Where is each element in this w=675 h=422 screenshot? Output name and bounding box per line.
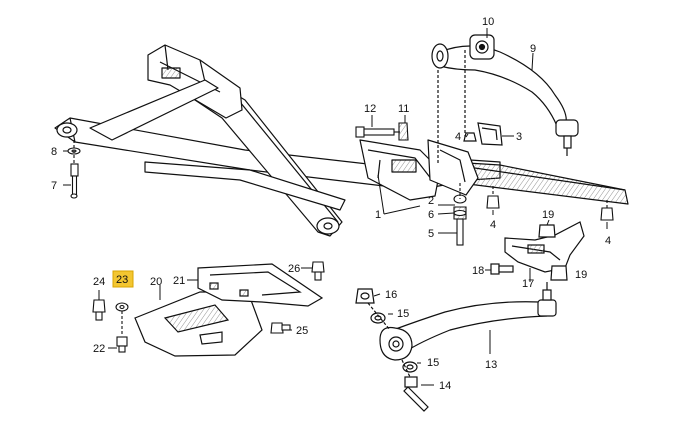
bolt-5	[453, 183, 467, 246]
callout-6: 6	[428, 209, 434, 221]
callout-15-bottom: 15	[427, 357, 439, 369]
callout-2: 2	[428, 195, 434, 207]
callout-12: 12	[364, 103, 376, 115]
bushing-10	[469, 34, 495, 60]
bolt-12	[355, 122, 409, 141]
bolt-7	[67, 140, 81, 199]
callout-9: 9	[530, 43, 536, 55]
callout-11: 11	[398, 103, 409, 115]
callout-17: 17	[522, 278, 534, 290]
callout-13: 13	[485, 359, 497, 371]
shield-20	[134, 291, 263, 357]
callout-26: 26	[288, 263, 300, 275]
callout-3: 3	[516, 131, 522, 143]
callout-4-mid: 4	[490, 219, 496, 231]
callout-19-bottom: 19	[575, 269, 587, 281]
callout-22: 22	[93, 343, 105, 355]
callout-1: 1	[375, 209, 381, 221]
callout-7: 7	[51, 180, 57, 192]
axle-carrier	[54, 44, 629, 237]
callout-25: 25	[296, 325, 308, 337]
callout-18: 18	[472, 265, 484, 277]
callout-23-highlight[interactable]: 23	[112, 270, 134, 288]
callout-5: 5	[428, 228, 434, 240]
callout-4-top: 4	[455, 131, 461, 143]
callout-19-top: 19	[542, 209, 554, 221]
callout-labels: 10 9 12 11 4 3 8 7 1 2 6 5 4 19 4 18 19 …	[51, 16, 611, 392]
leader-lines	[63, 28, 608, 386]
control-arm-upper	[431, 43, 579, 165]
nuts-4	[486, 186, 614, 221]
callout-21: 21	[173, 275, 185, 287]
callout-4-right: 4	[605, 235, 611, 247]
control-arm-lower	[355, 282, 557, 412]
callout-8: 8	[51, 146, 57, 158]
callout-23: 23	[116, 274, 128, 286]
bracket-17	[490, 221, 585, 281]
fasteners-small	[92, 261, 325, 353]
callout-24: 24	[93, 276, 105, 288]
bracket-3	[463, 122, 503, 146]
callout-14: 14	[439, 380, 451, 392]
shield-21	[197, 263, 324, 307]
callout-16: 16	[385, 289, 397, 301]
callout-20: 20	[150, 276, 162, 288]
callout-15-top: 15	[397, 308, 409, 320]
callout-10: 10	[482, 16, 494, 28]
